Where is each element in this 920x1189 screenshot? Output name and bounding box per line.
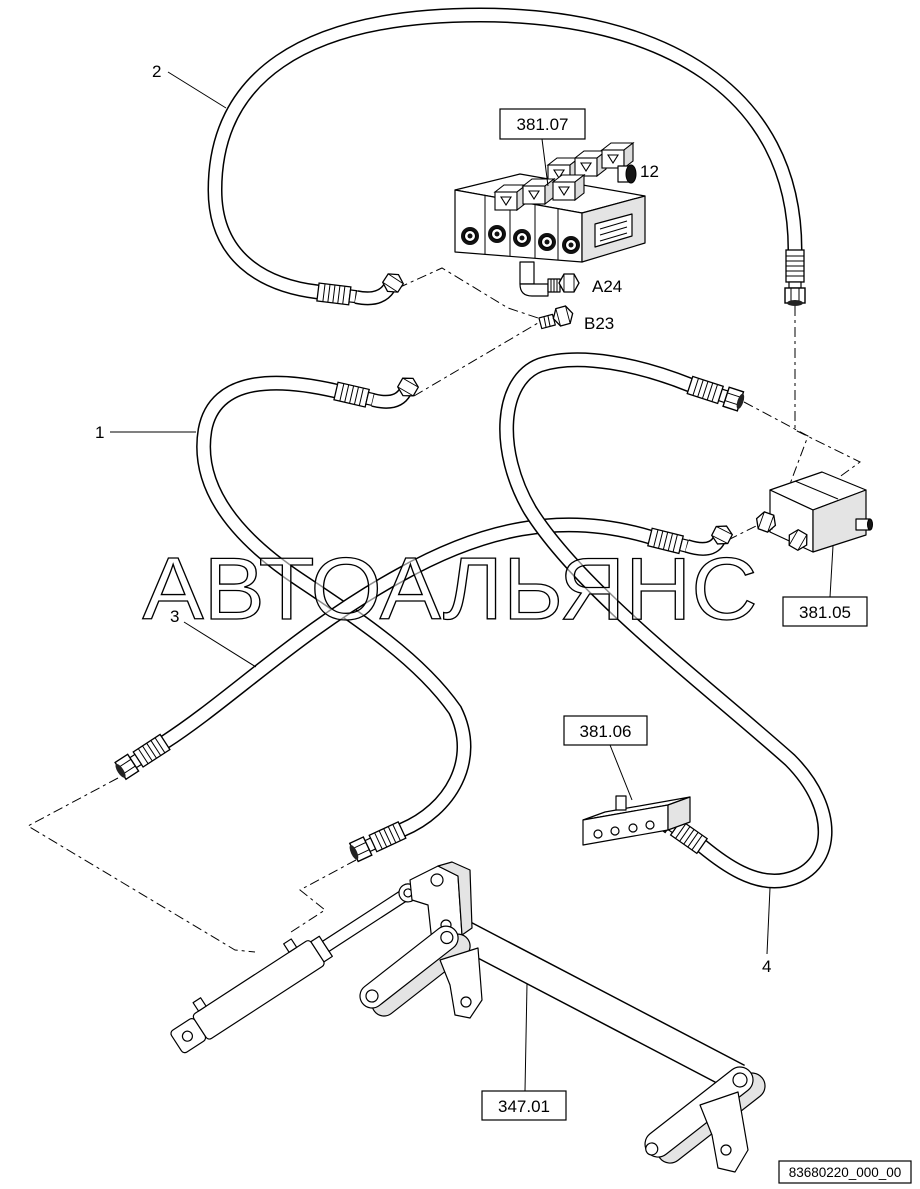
ref-381-07: 381.07 — [517, 115, 569, 134]
a24-thread-lines — [550, 279, 558, 292]
valve-block-381-05 — [752, 471, 873, 554]
ref-box-347-01 — [481, 1090, 567, 1121]
hose-2-elbow — [354, 284, 394, 304]
manifold-hole-1 — [593, 829, 603, 839]
cylinder-barrel — [192, 940, 325, 1040]
hose-4-body — [500, 353, 831, 888]
manifold-end-face — [667, 796, 691, 831]
figure-id-box — [778, 1160, 912, 1184]
a24-stub — [519, 261, 535, 285]
solenoid-6 — [552, 174, 585, 201]
hose-1-elbow — [371, 388, 410, 408]
figure-id: 83680220_000_00 — [778, 1160, 912, 1184]
dash-hose1-to-b23 — [413, 322, 539, 397]
left-lower-bracket — [439, 947, 483, 1019]
manifold-hole-4 — [645, 820, 655, 830]
leader-hose-4 — [766, 887, 771, 955]
leader-hose-3 — [183, 621, 257, 668]
dash-hose3-to-cylinder — [26, 777, 256, 953]
a24-nut — [558, 273, 580, 293]
hose-1-fitting-bottom — [347, 821, 406, 863]
leader-ref-381-06 — [609, 744, 633, 801]
ref-347-01: 347.01 — [498, 1097, 550, 1116]
leader-ref-381-07 — [541, 138, 549, 187]
hose-2-fitting-right — [785, 250, 805, 306]
manifold-381-06 — [582, 795, 691, 846]
block-stub-end — [867, 518, 873, 531]
ref-381-06: 381.06 — [580, 722, 632, 741]
fitting-a24 — [519, 261, 580, 297]
valve-end-ribs — [599, 220, 628, 242]
crossbar-body — [448, 918, 745, 1090]
manifold-hole-3 — [628, 823, 638, 833]
hose-2-body — [208, 8, 801, 298]
block-top-detail — [794, 480, 839, 500]
lift-assembly — [170, 861, 766, 1173]
hose-4 — [499, 352, 833, 889]
hose-3 — [113, 517, 736, 781]
leader-ref-381-05 — [829, 545, 834, 598]
part-12-plug — [617, 164, 637, 184]
cylinder-port-base-end — [192, 997, 207, 1012]
callout-hose-3: 3 — [170, 607, 179, 626]
hose-1-crimp-top — [333, 381, 376, 409]
left-lift-arm — [359, 925, 471, 1017]
callout-port-b23: B23 — [584, 314, 614, 333]
hose-3-fitting-bottom — [113, 734, 171, 781]
figure-id-text: 83680220_000_00 — [789, 1165, 902, 1180]
lift-cylinder — [170, 883, 418, 1054]
dash-hose2-to-a24 — [397, 267, 539, 319]
manifold-top-fitting — [615, 795, 627, 811]
fitting-b23 — [538, 304, 576, 330]
valve-port-5 — [561, 235, 581, 255]
block-side-face — [812, 489, 867, 553]
hose-2 — [207, 7, 805, 307]
control-valve-block — [454, 142, 646, 263]
valve-port-4 — [537, 232, 557, 252]
ref-box-381-05 — [782, 596, 868, 627]
dash-hose1-to-cylinder — [287, 859, 357, 935]
ref-box-381-07 — [499, 108, 586, 140]
solenoid-2 — [574, 150, 607, 177]
reference-boxes: 381.07 381.05 381.06 347.01 — [481, 108, 868, 1121]
leader-ref-347-01 — [524, 983, 528, 1092]
dash-hose4-to-block — [743, 401, 809, 485]
b23-thread — [538, 313, 556, 330]
callout-hose-2: 2 — [152, 62, 161, 81]
ref-box-381-06 — [563, 715, 648, 746]
valve-port-3 — [512, 228, 532, 248]
valve-port-2 — [487, 224, 507, 244]
leader-hose-2 — [167, 71, 227, 109]
a24-elbow — [519, 283, 549, 297]
dash-hose3-to-block — [727, 523, 761, 541]
hose-4-fitting-top — [687, 375, 746, 411]
callouts: 2 1 3 4 12 A24 B23 — [95, 62, 771, 976]
watermark: АВТОАЛЬЯНС — [143, 539, 758, 638]
hose-3-body — [161, 518, 652, 748]
callout-hose-1: 1 — [95, 423, 104, 442]
dash-hose2-to-block — [794, 306, 861, 479]
cylinder-clevis-hole — [181, 1030, 194, 1042]
cylinder-port-rod-end — [283, 938, 298, 953]
ref-381-05: 381.05 — [799, 603, 851, 622]
cylinder-rod — [321, 888, 410, 952]
hose-1-body — [197, 377, 470, 836]
connection-lines — [26, 267, 861, 953]
solenoid-3 — [601, 142, 634, 169]
hose-2-crimp-left — [316, 282, 358, 307]
valve-section-lines — [484, 195, 559, 261]
callout-hose-4: 4 — [762, 957, 771, 976]
right-lower-bracket — [699, 1091, 749, 1173]
hose-1 — [196, 373, 472, 863]
b23-thread-lines — [543, 315, 551, 328]
callout-port-a24: A24 — [592, 277, 622, 296]
callout-part-12: 12 — [640, 162, 659, 181]
solenoid-4 — [494, 184, 527, 211]
solenoid-5 — [522, 178, 555, 205]
valve-port-1 — [460, 226, 480, 246]
manifold-hole-2 — [610, 826, 620, 836]
